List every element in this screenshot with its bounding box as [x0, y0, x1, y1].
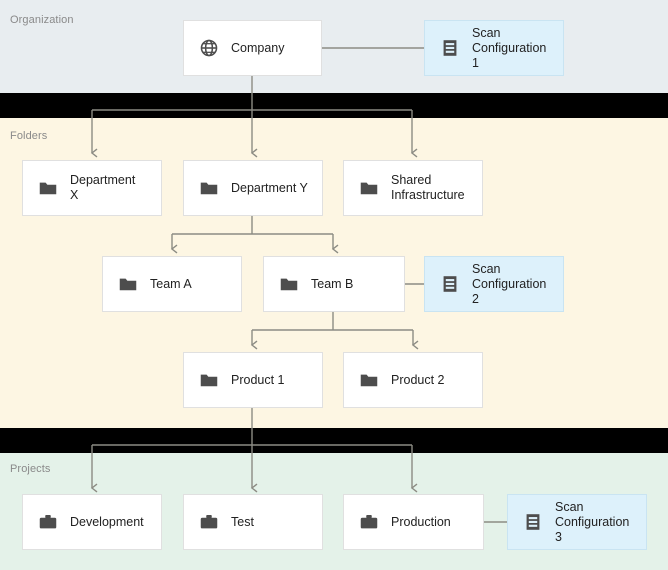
- scan-config-icon: [443, 276, 457, 292]
- node-label: Product 1: [231, 372, 285, 387]
- band-label-projects: Projects: [10, 463, 51, 475]
- node-production[interactable]: Production: [343, 494, 484, 550]
- node-department-x[interactable]: Department X: [22, 160, 162, 216]
- folder-icon: [200, 182, 218, 195]
- globe-icon: [200, 39, 218, 57]
- node-label: Team A: [150, 276, 192, 291]
- node-label: Scan Configuration 2: [472, 261, 547, 306]
- folder-icon: [39, 182, 57, 195]
- node-department-y[interactable]: Department Y: [183, 160, 323, 216]
- scan-config-icon: [443, 40, 457, 56]
- node-shared-infrastructure[interactable]: Shared Infrastructure: [343, 160, 483, 216]
- folder-icon: [119, 278, 137, 291]
- band-organization: [0, 0, 668, 93]
- node-label: Test: [231, 514, 254, 529]
- band-label-folders: Folders: [10, 130, 48, 142]
- node-label: Development: [70, 514, 144, 529]
- node-label: Scan Configuration 3: [555, 499, 630, 544]
- node-label: Production: [391, 514, 451, 529]
- node-development[interactable]: Development: [22, 494, 162, 550]
- node-label: Shared Infrastructure: [391, 173, 465, 202]
- scan-config-icon: [526, 514, 540, 530]
- node-product-2[interactable]: Product 2: [343, 352, 483, 408]
- node-label: Department X: [70, 173, 136, 202]
- node-team-a[interactable]: Team A: [102, 256, 242, 312]
- briefcase-icon: [200, 515, 218, 529]
- node-label: Product 2: [391, 372, 445, 387]
- band-divider-bottom: [0, 428, 668, 453]
- node-product-1[interactable]: Product 1: [183, 352, 323, 408]
- node-scan-configuration-2[interactable]: Scan Configuration 2: [424, 256, 564, 312]
- briefcase-icon: [39, 515, 57, 529]
- folder-icon: [200, 374, 218, 387]
- folder-icon: [280, 278, 298, 291]
- node-label: Team B: [311, 276, 354, 291]
- node-scan-configuration-1[interactable]: Scan Configuration 1: [424, 20, 564, 76]
- node-team-b[interactable]: Team B: [263, 256, 405, 312]
- node-company[interactable]: Company: [183, 20, 322, 76]
- folder-icon: [360, 374, 378, 387]
- node-test[interactable]: Test: [183, 494, 323, 550]
- node-label: Company: [231, 40, 285, 55]
- folder-icon: [360, 182, 378, 195]
- node-label: Scan Configuration 1: [472, 25, 547, 70]
- briefcase-icon: [360, 515, 378, 529]
- band-divider-top: [0, 93, 668, 118]
- band-label-organization: Organization: [10, 14, 74, 26]
- node-scan-configuration-3[interactable]: Scan Configuration 3: [507, 494, 647, 550]
- node-label: Department Y: [231, 180, 308, 195]
